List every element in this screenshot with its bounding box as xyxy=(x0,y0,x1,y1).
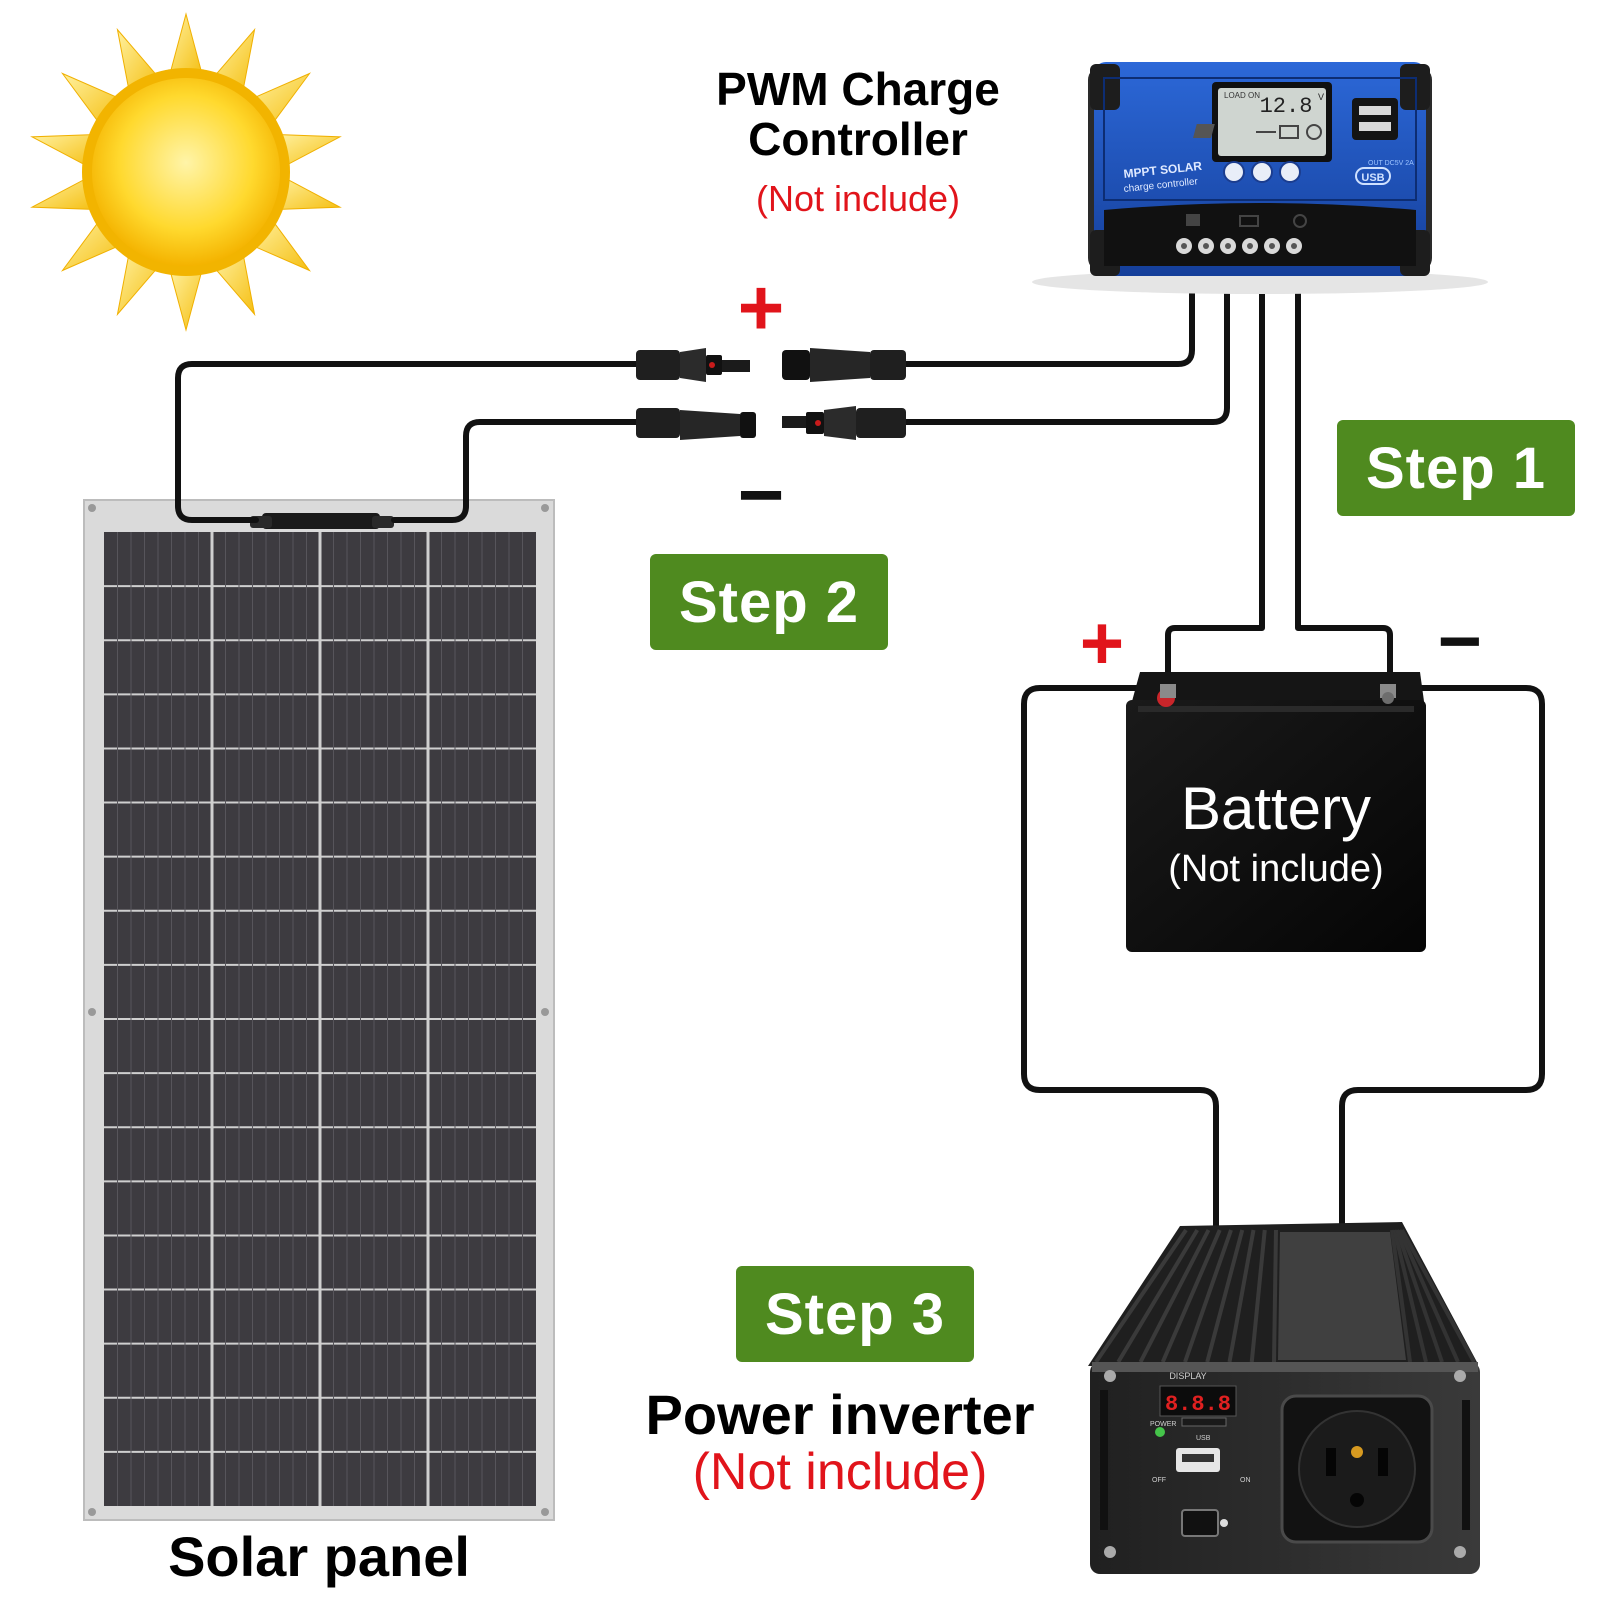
mc4-connector-negative-right xyxy=(782,406,906,440)
inverter-label: Power inverter xyxy=(645,1383,1035,1446)
inverter-off-caption: OFF xyxy=(1152,1477,1166,1484)
inverter-on-caption: ON xyxy=(1240,1477,1251,1484)
inverter-usb-caption: USB xyxy=(1196,1435,1211,1442)
controller-button-2 xyxy=(1251,161,1273,183)
step-3-label: Step 3 xyxy=(764,1281,946,1347)
mc4-connector-positive-right xyxy=(782,348,906,382)
connector-positive-symbol: + xyxy=(737,263,785,352)
battery-note: (Not include) xyxy=(1168,848,1384,890)
controller-button-1 xyxy=(1223,161,1245,183)
battery-label: Battery xyxy=(1180,775,1372,842)
wiring xyxy=(175,279,1545,1229)
step-2-badge: Step 2 xyxy=(650,554,888,650)
power-inverter-device: DISPLAY 8.8.8 POWER USB OFF ON xyxy=(1088,1222,1480,1574)
inverter-power-switch xyxy=(1181,1509,1219,1537)
lcd-status-text: LOAD ON xyxy=(1224,91,1260,100)
controller-title-line2: Controller xyxy=(748,113,968,165)
usb-output-caption: OUT DC5V 2A xyxy=(1368,160,1414,167)
solar-panel-icon xyxy=(83,499,555,1521)
controller-button-3 xyxy=(1279,161,1301,183)
step-3-badge: Step 3 xyxy=(736,1266,974,1362)
lcd-unit: V xyxy=(1318,92,1324,102)
mc4-connectors xyxy=(636,348,906,440)
usb-badge: USB xyxy=(1361,172,1384,184)
inverter-note: (Not include) xyxy=(692,1443,988,1501)
inverter-display-reading: 8.8.8 xyxy=(1165,1392,1231,1417)
controller-note: (Not include) xyxy=(755,178,961,219)
mc4-connector-positive-left xyxy=(636,348,750,382)
controller-title-line1: PWM Charge xyxy=(716,63,1000,115)
battery-device xyxy=(1126,672,1426,952)
controller-title: PWM Charge Controller xyxy=(708,64,1008,164)
sun-icon xyxy=(30,12,342,332)
step-1-label: Step 1 xyxy=(1365,435,1547,501)
solar-panel-label: Solar panel xyxy=(168,1525,470,1588)
lcd-voltage-reading: 12.8 xyxy=(1260,94,1313,119)
inverter-power-caption: POWER xyxy=(1150,1421,1176,1428)
mc4-connector-negative-left xyxy=(636,408,756,440)
battery-negative-symbol: − xyxy=(1437,599,1483,684)
connector-negative-symbol: − xyxy=(737,450,785,539)
battery-positive-symbol: + xyxy=(1079,601,1125,686)
step-1-badge: Step 1 xyxy=(1337,420,1575,516)
step-2-label: Step 2 xyxy=(678,569,860,635)
charge-controller-device: LOAD ON 12.8 V OUT DC5V 2A USB MPPT SOLA… xyxy=(1032,62,1488,294)
inverter-display-caption: DISPLAY xyxy=(1169,1371,1206,1381)
